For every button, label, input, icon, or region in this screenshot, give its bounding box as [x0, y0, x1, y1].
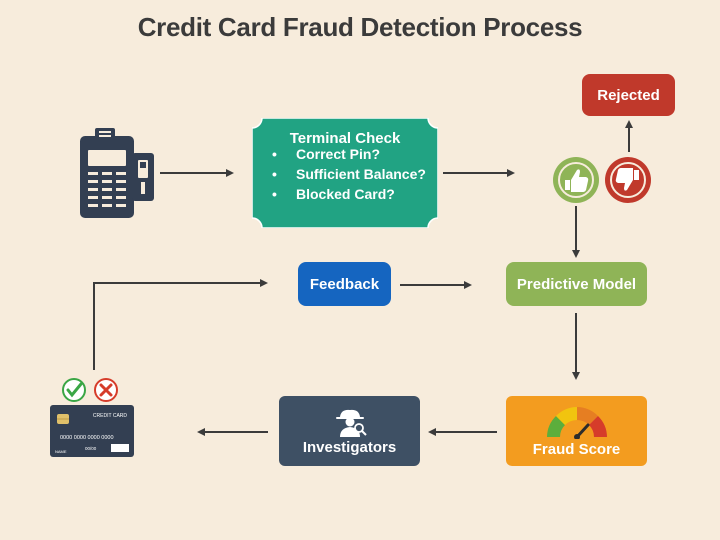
investigators-label: Investigators — [302, 438, 397, 456]
rejected-box: Rejected — [582, 74, 675, 116]
predictive-model-box: Predictive Model — [506, 262, 647, 306]
terminal-check-item: Correct Pin? — [270, 144, 426, 164]
fraud-score-label: Fraud Score — [532, 440, 621, 458]
arrow-card-to-feedback — [93, 279, 268, 370]
terminal-check-item: Blocked Card? — [270, 184, 426, 204]
terminal-check-list: Correct Pin? Sufficient Balance? Blocked… — [270, 144, 426, 204]
terminal-check-item: Sufficient Balance? — [270, 164, 426, 184]
terminal-check-box: Terminal Check Correct Pin? Sufficient B… — [252, 118, 438, 228]
feedback-box: Feedback — [298, 262, 391, 306]
investigators-box: Investigators — [279, 396, 420, 466]
detective-icon — [335, 409, 367, 437]
gauge-icon — [546, 406, 607, 439]
page-title: Credit Card Fraud Detection Process — [137, 12, 583, 42]
fraud-score-box: Fraud Score — [506, 396, 647, 466]
terminal-check-title: Terminal Check — [289, 130, 401, 147]
